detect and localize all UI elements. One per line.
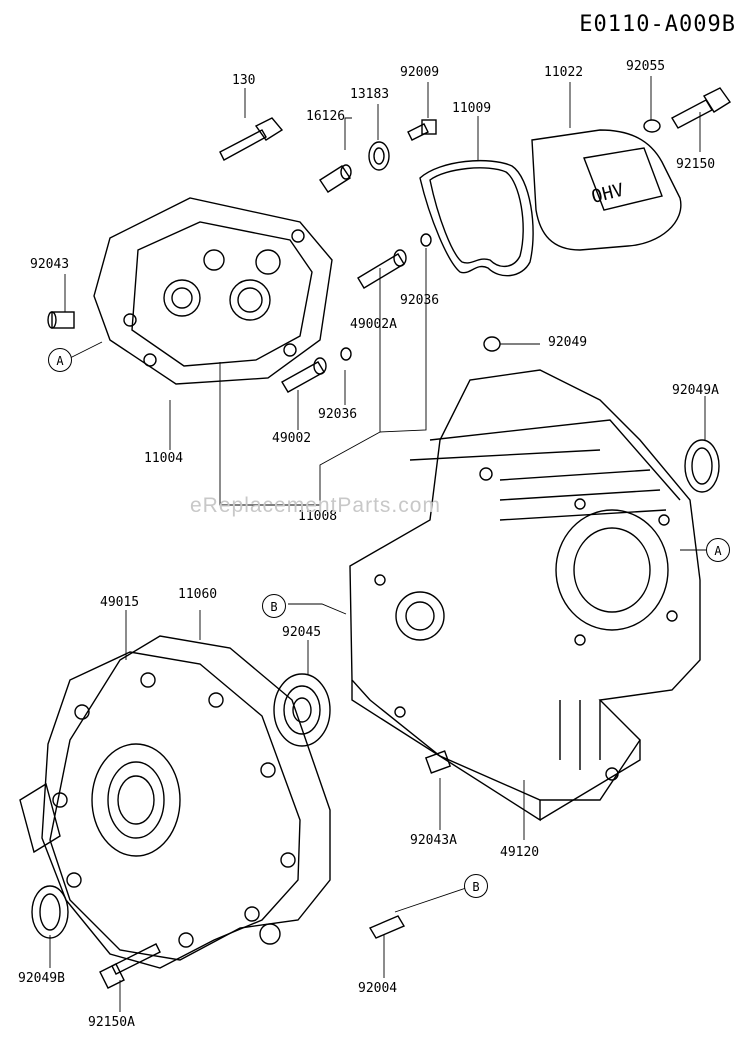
dowel-92043A <box>424 750 452 774</box>
diagram-code: E0110-A009B <box>579 12 736 37</box>
part-label-49120: 49120 <box>500 845 540 860</box>
crankcase-49120 <box>349 369 701 822</box>
plug-92049 <box>483 336 501 352</box>
keeper-92036-upper <box>420 233 432 247</box>
part-label-92043A: 92043A <box>410 833 457 848</box>
gasket-11009 <box>419 159 534 277</box>
part-label-11009: 11009 <box>452 101 492 116</box>
part-label-92150: 92150 <box>676 157 716 172</box>
oil-seal-92049B <box>31 885 69 939</box>
part-label-11022: 11022 <box>544 65 584 80</box>
callout-a-left: A <box>48 348 72 372</box>
crankcase-cover-49015 <box>19 651 301 969</box>
part-label-11004: 11004 <box>144 451 184 466</box>
bearing-92045 <box>273 673 331 747</box>
part-label-49002A: 49002A <box>350 317 397 332</box>
bolt-130 <box>219 117 284 161</box>
part-label-92036-upper: 92036 <box>400 293 440 308</box>
ring-13183 <box>368 141 390 171</box>
part-label-92004: 92004 <box>358 981 398 996</box>
oil-seal-92049A <box>684 439 720 493</box>
part-label-92036-lower: 92036 <box>318 407 358 422</box>
part-label-11060: 11060 <box>178 587 218 602</box>
part-label-92045: 92045 <box>282 625 322 640</box>
valve-49002 <box>281 357 327 393</box>
part-label-13183: 13183 <box>350 87 390 102</box>
part-label-92055: 92055 <box>626 59 666 74</box>
callout-b-left: B <box>262 594 286 618</box>
part-label-92150A: 92150A <box>88 1015 135 1030</box>
callout-b-bottom: B <box>464 874 488 898</box>
part-label-11008: 11008 <box>298 509 338 524</box>
part-label-16126: 16126 <box>306 109 346 124</box>
pin-16126 <box>319 164 352 193</box>
valve-49002A <box>357 249 407 289</box>
part-label-92049A: 92049A <box>672 383 719 398</box>
bolt-92150 <box>671 87 732 129</box>
bolt-92150A <box>99 943 161 989</box>
dowel-92043 <box>47 311 75 329</box>
part-label-92009: 92009 <box>400 65 440 80</box>
part-label-92049B: 92049B <box>18 971 65 986</box>
part-label-130: 130 <box>232 73 256 88</box>
callout-a-right: A <box>706 538 730 562</box>
watermark: eReplacementParts.com <box>190 494 441 517</box>
stud-92004 <box>368 915 406 939</box>
screw-92009 <box>407 119 437 141</box>
part-label-92043: 92043 <box>30 257 70 272</box>
svg-text:OHV: OHV <box>589 180 626 208</box>
washer-92055 <box>643 119 661 133</box>
part-label-49002: 49002 <box>272 431 312 446</box>
leader-lines <box>49 76 706 1012</box>
head-cover-11022: OHV <box>531 129 682 251</box>
part-label-49015: 49015 <box>100 595 140 610</box>
cylinder-head-11004 <box>93 197 333 385</box>
part-label-92049: 92049 <box>548 335 588 350</box>
keeper-92036-lower <box>340 347 352 361</box>
